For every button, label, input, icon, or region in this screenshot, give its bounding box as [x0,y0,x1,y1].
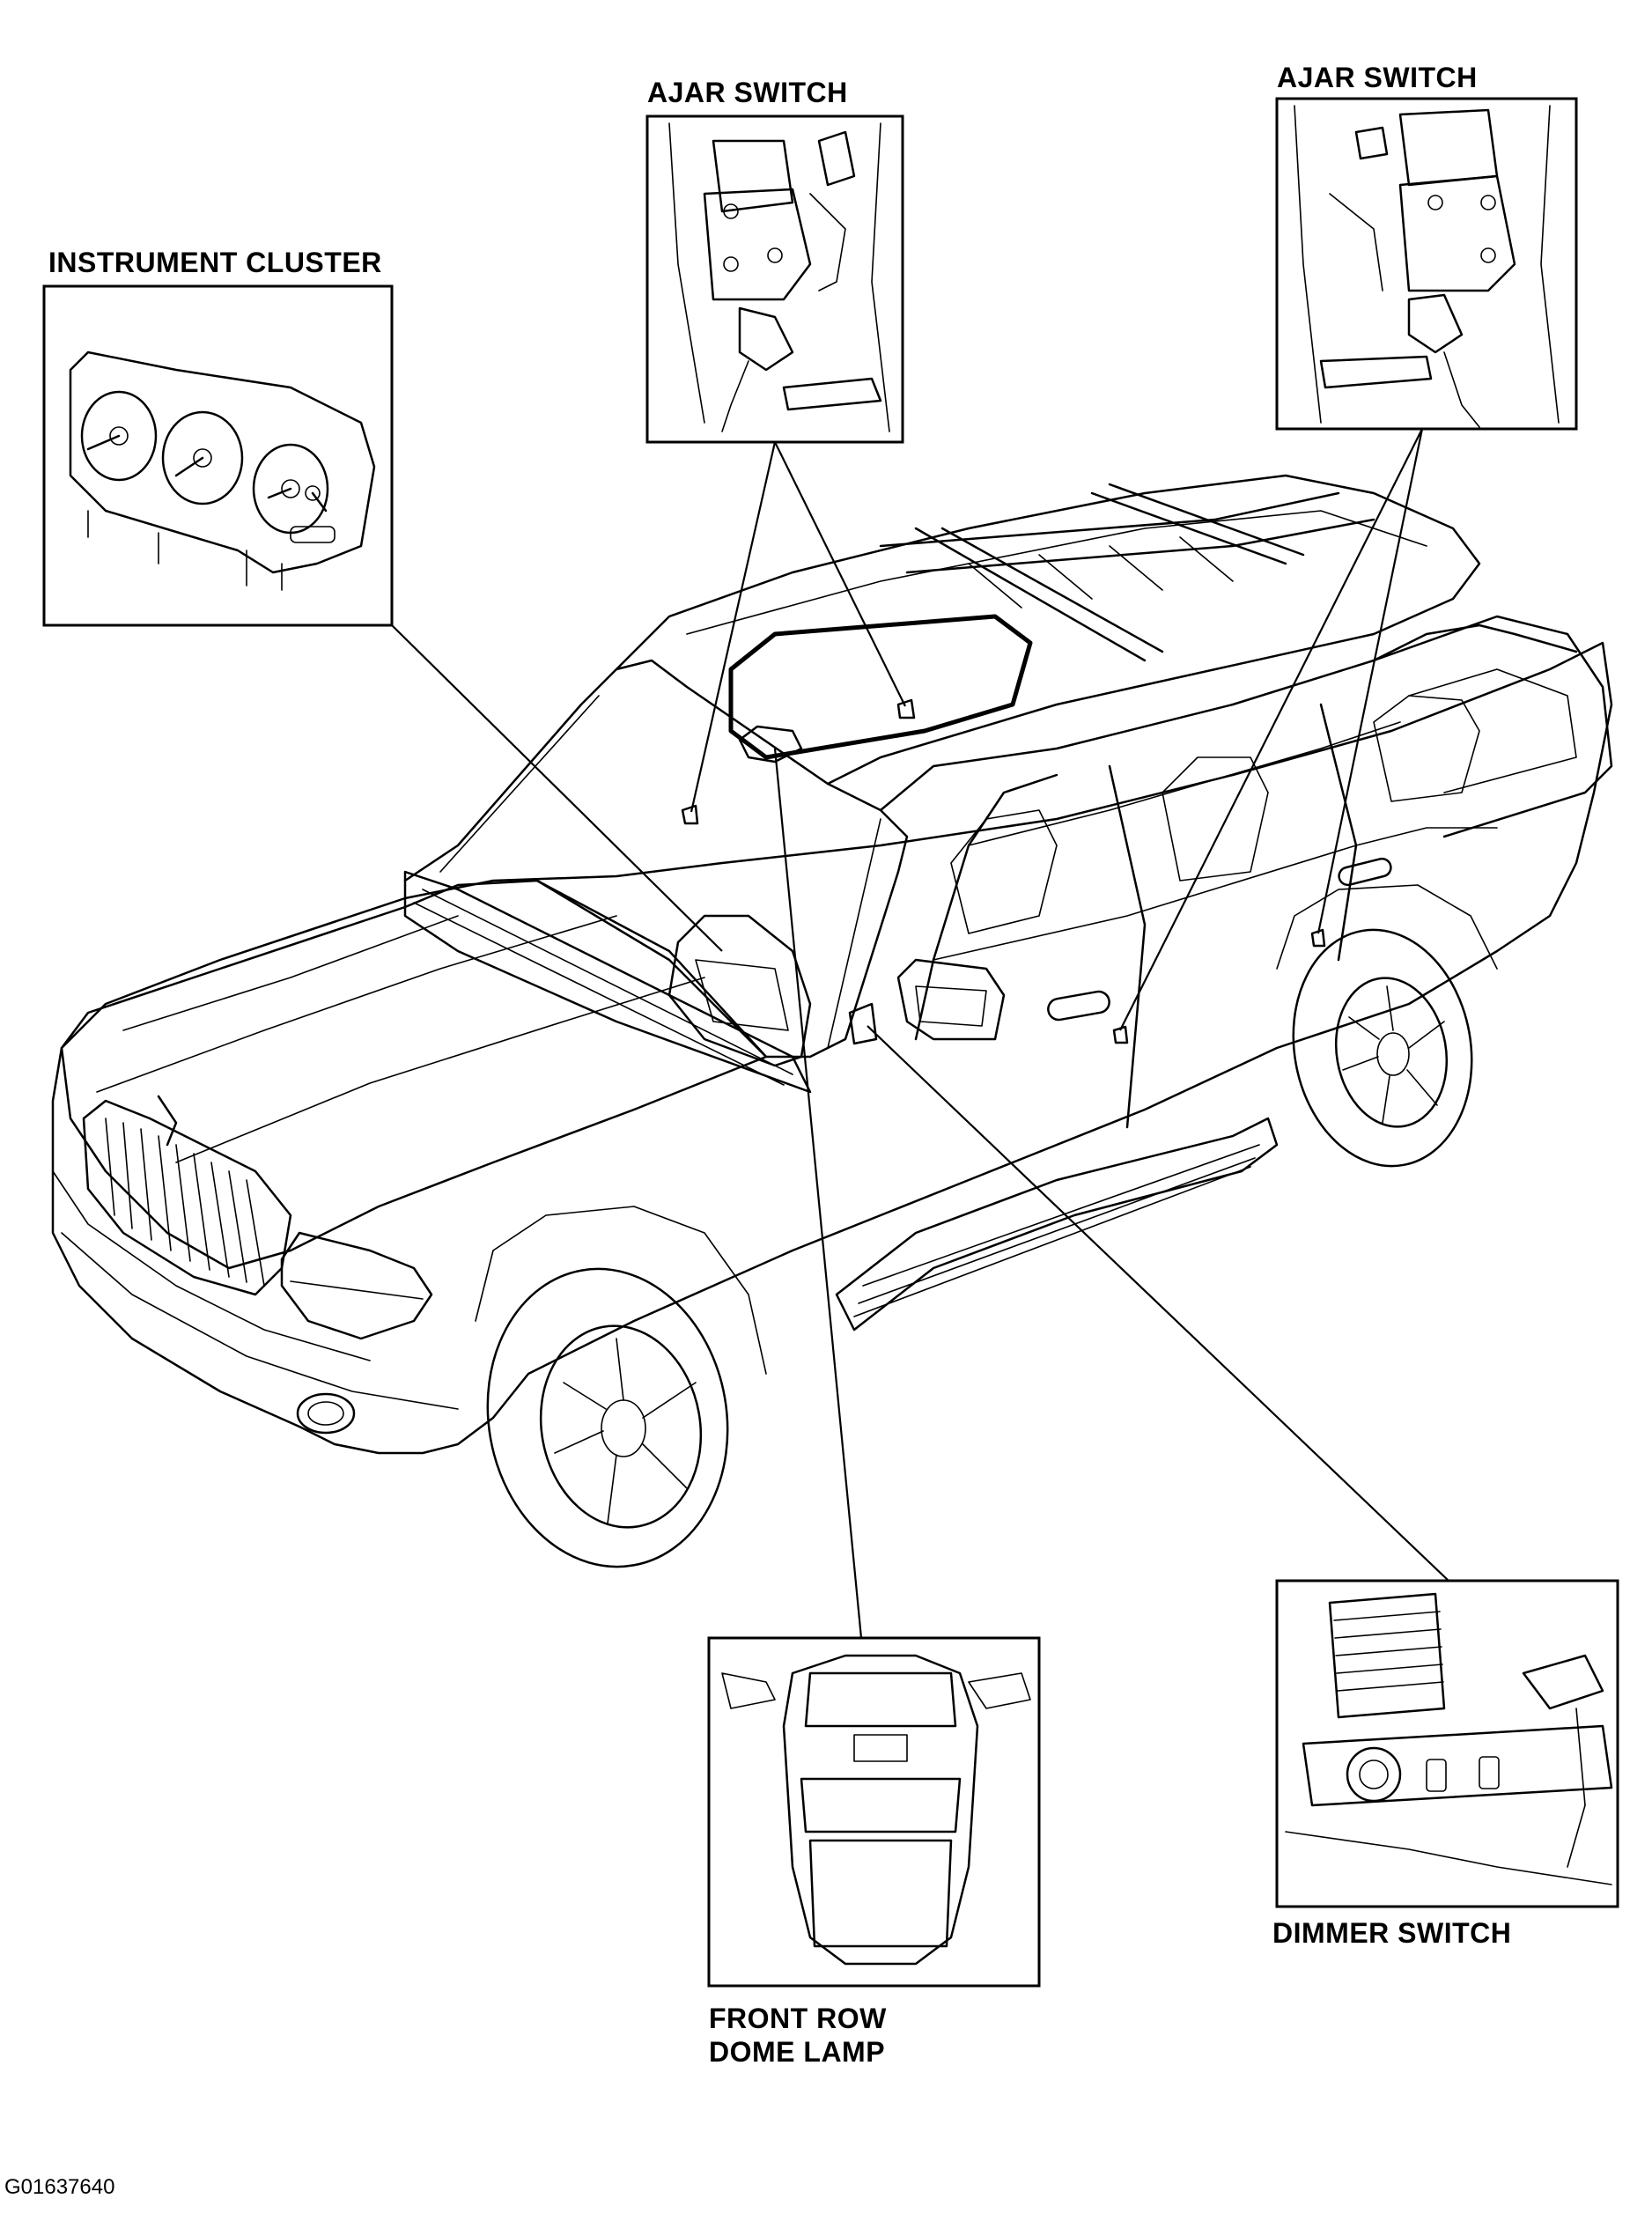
dimmer-switch-inset [1275,1579,1619,1908]
ajar-switch-right-label: AJAR SWITCH [1277,62,1478,93]
dome-lamp-inset [707,1636,1041,1988]
figure-code: G01637640 [4,2175,115,2199]
ajar-switch-left-inset [645,114,904,444]
instrument-cluster-label: INSTRUMENT CLUSTER [48,247,382,278]
dome-lamp-label-line2: DOME LAMP [709,2036,886,2068]
dimmer-switch-label: DIMMER SWITCH [1272,1917,1512,1949]
ajar-switch-left-label: AJAR SWITCH [647,77,848,108]
ajar-switch-right-inset [1275,97,1578,431]
dome-lamp-label-line1: FRONT ROW [709,2003,887,2034]
vehicle-illustration [51,474,1613,1568]
instrument-cluster-inset [42,284,394,627]
leader-lines [391,428,1449,1639]
